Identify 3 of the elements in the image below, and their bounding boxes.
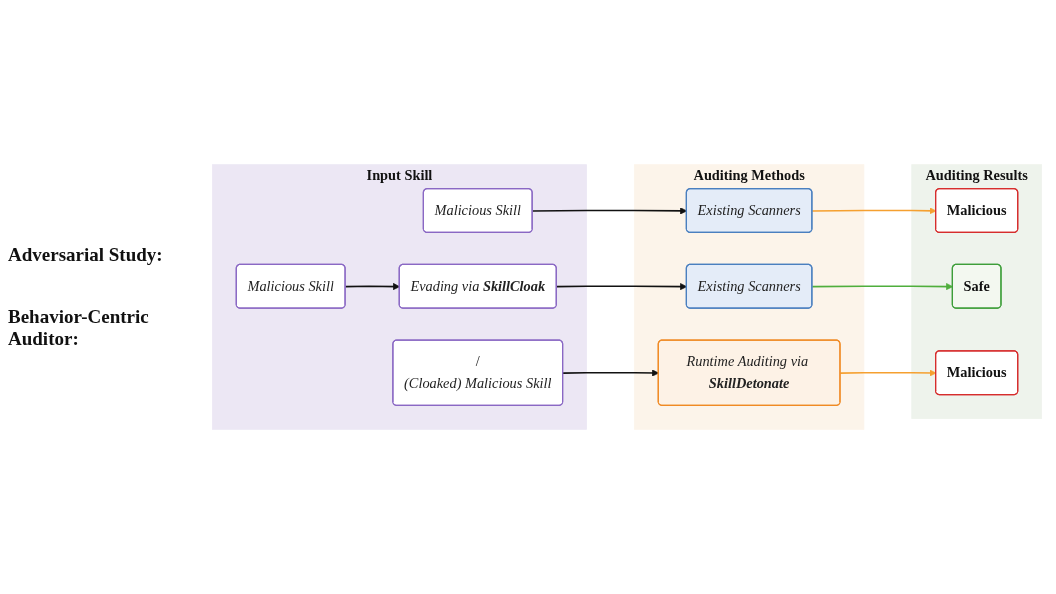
row-heading: Adversarial Study: xyxy=(8,244,163,266)
row-heading: Behavior-Centric Auditor: xyxy=(8,306,150,350)
arrow xyxy=(562,369,659,377)
